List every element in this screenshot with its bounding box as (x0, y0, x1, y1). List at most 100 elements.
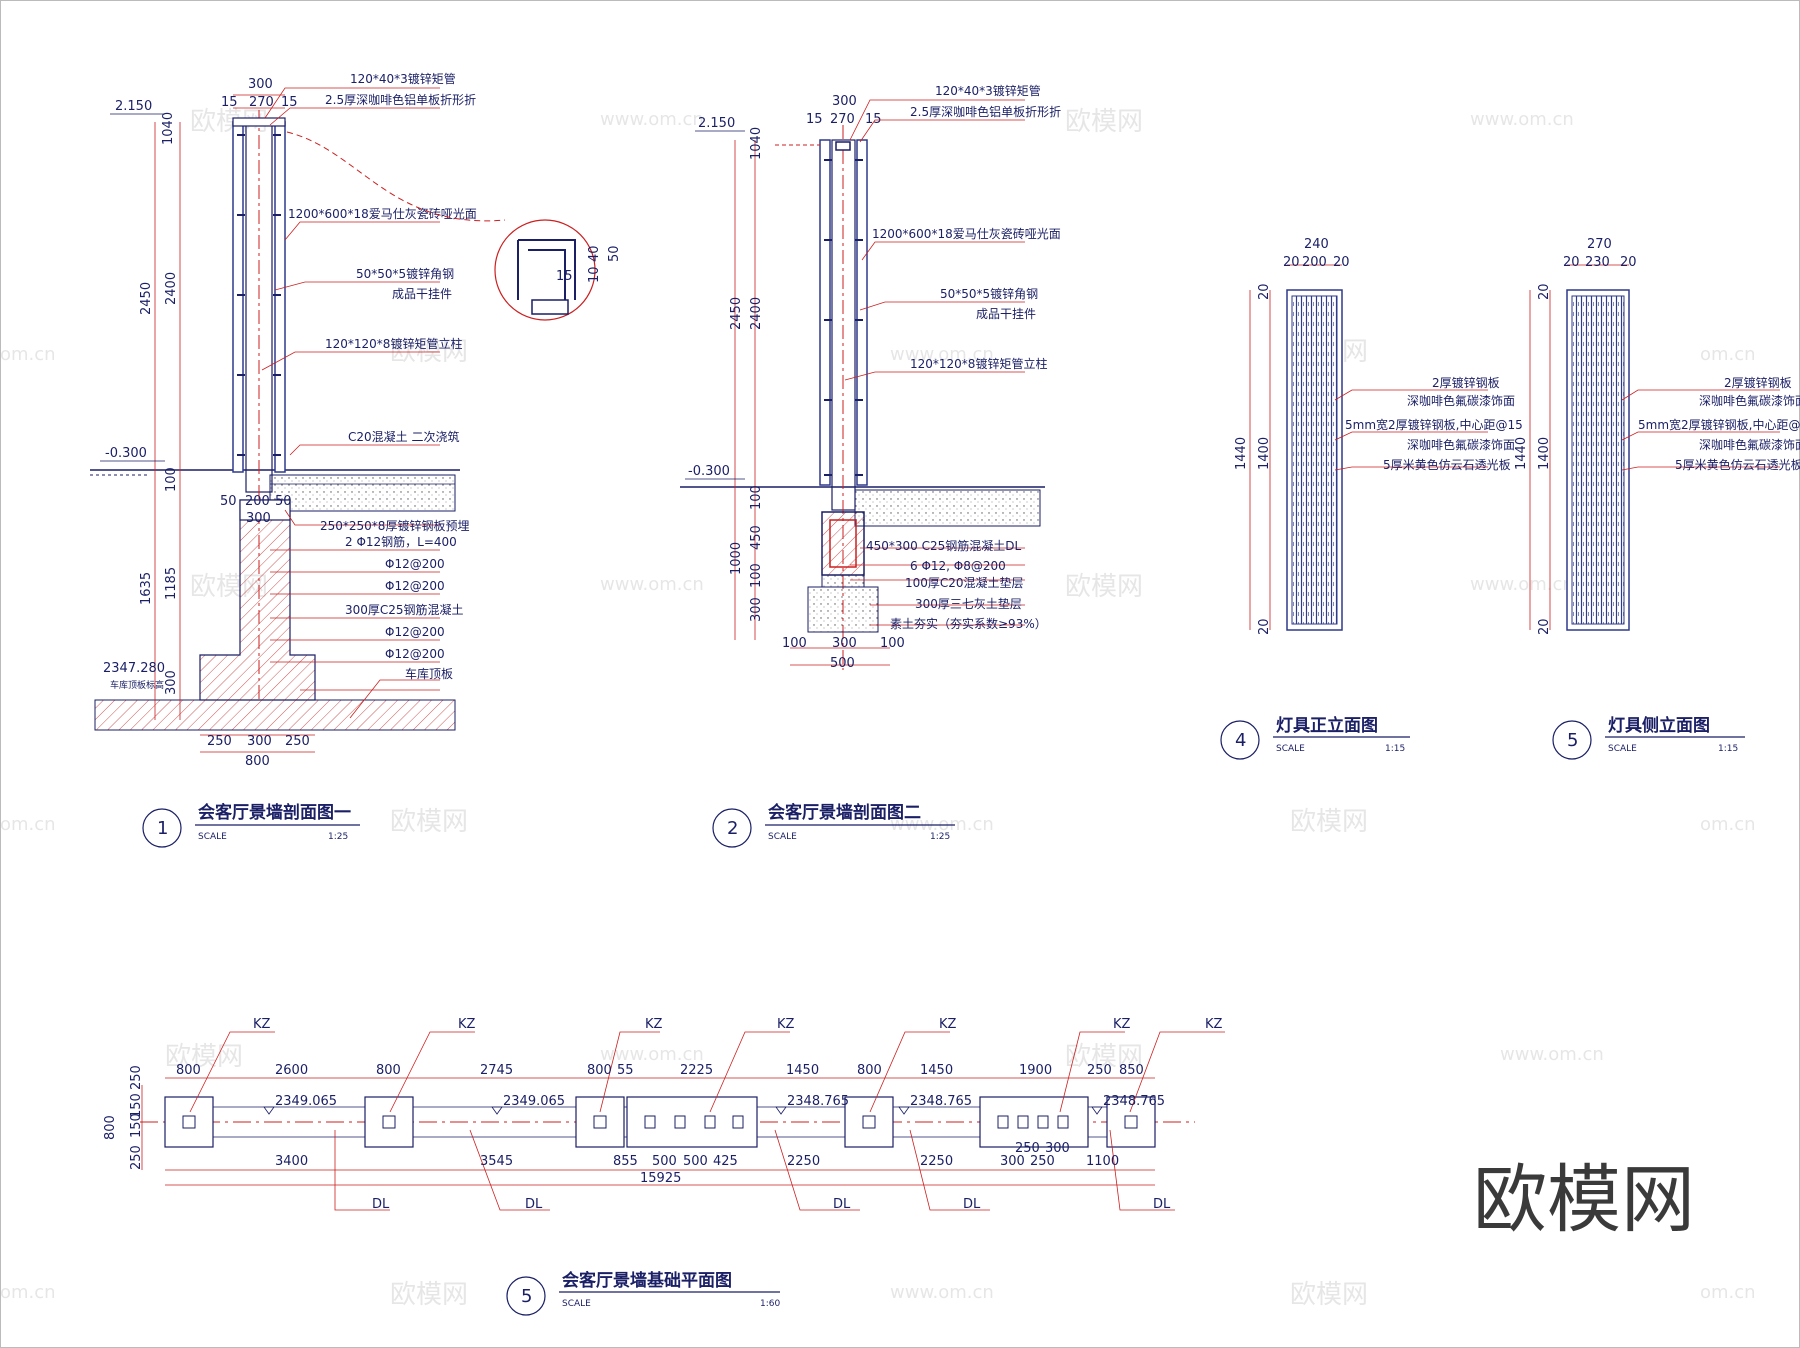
callout-label: 6 Φ12, Φ8@200 (910, 559, 1006, 573)
dim-text: 300 (247, 734, 272, 749)
watermark-url: om.cn (0, 1282, 56, 1303)
garage-slab (94, 699, 456, 731)
dim-text: 1440 (1514, 437, 1529, 470)
callout-label: 300厚C25钢筋混凝土 (345, 602, 464, 617)
watermark-url: om.cn (1700, 1282, 1756, 1303)
dim-text: 1440 (1234, 437, 1249, 470)
watermark-text: 欧模网 (1065, 107, 1143, 137)
dim-text: 1900 (1019, 1063, 1052, 1078)
concrete-bedding (821, 574, 865, 588)
callout-label: 300厚三七灰土垫层 (915, 596, 1022, 611)
elevation-mark (263, 1106, 275, 1115)
dim-text: 1450 (920, 1063, 953, 1078)
dim-text: 450 (749, 525, 764, 550)
figure-title: 灯具侧立面图 (1608, 715, 1710, 736)
scale-label: SCALE (562, 1299, 591, 1309)
ground-beam (821, 511, 865, 576)
callout-label: 5厚米黄色仿云石透光板 (1383, 458, 1511, 472)
dl-label: DL (1153, 1197, 1171, 1212)
tile-panel-left (819, 139, 831, 486)
dim-text: 425 (713, 1154, 738, 1169)
callout-label: 成品干挂件 (976, 307, 1036, 321)
figure-number: 5 (1567, 730, 1578, 751)
dim-text: 300 (164, 670, 179, 695)
dim-text: 2250 (787, 1154, 820, 1169)
dim-text: 2450 (139, 282, 154, 315)
callout-label: 深咖啡色氟碳漆饰面 (1699, 437, 1800, 452)
dim-text: 150 (129, 1113, 144, 1138)
dim-text: 2400 (164, 272, 179, 305)
dim-text: 1450 (786, 1063, 819, 1078)
dl-label: DL (372, 1197, 390, 1212)
elevation-label: -0.300 (688, 464, 730, 479)
dim-text: 250 (207, 734, 232, 749)
dim-text: 1185 (164, 567, 179, 600)
dim-text: 800 (376, 1063, 401, 1078)
watermark-url: www.om.cn (1470, 574, 1574, 595)
bracket-group (237, 134, 281, 456)
figure-number-circle (1220, 720, 1260, 760)
figure-number: 5 (521, 1286, 532, 1307)
callout-label: 250*250*8厚镀锌钢板预埋 (320, 519, 469, 533)
dl-label: DL (525, 1197, 543, 1212)
kz-label: KZ (1205, 1017, 1223, 1032)
scale-value: 1:60 (760, 1299, 780, 1309)
dim-text: 500 (830, 656, 855, 671)
watermark-text: 欧模网 (390, 807, 468, 837)
callout-label: C20混凝土 二次浇筑 (348, 429, 459, 444)
dim-text: 1400 (1537, 437, 1552, 470)
callout-label: 深咖啡色氟碳漆饰面 (1407, 393, 1515, 408)
callout-label: 2.5厚深咖啡色铝单板折形折 (910, 104, 1061, 119)
dim-text: 50 (275, 494, 292, 509)
elevation-label: 2349.065 (503, 1094, 565, 1109)
dim-text: 100 (749, 485, 764, 510)
dim-text: 100 (749, 563, 764, 588)
watermark-text: 欧模网 (1290, 807, 1368, 837)
elevation-label: 2348.765 (910, 1094, 972, 1109)
dim-text: 150 (129, 1093, 144, 1118)
callout-label: 车库顶板 (405, 666, 453, 681)
dim-text: 20 (1283, 255, 1300, 270)
dim-text: 20 (1563, 255, 1580, 270)
dim-text: 1040 (161, 112, 176, 145)
bracket-group (824, 159, 863, 476)
dim-text: 2250 (920, 1154, 953, 1169)
dim-text: 270 (249, 95, 274, 110)
callout-label: 5mm宽2厚镀锌钢板,中心距@15 (1345, 417, 1523, 432)
dim-text: 250 (1087, 1063, 1112, 1078)
dim-text: 20 (1537, 618, 1552, 635)
dim-text: 50 (607, 245, 622, 262)
dim-text: 15 (556, 269, 573, 284)
cap-tube (835, 141, 851, 151)
watermark-url: om.cn (0, 344, 56, 365)
detail-profile (517, 239, 576, 300)
kz-label: KZ (253, 1017, 271, 1032)
elevation-label: -0.300 (105, 446, 147, 461)
scale-label: SCALE (1608, 744, 1637, 754)
elevation-note: 车库顶板标高 (110, 679, 164, 691)
dim-text: 100 (782, 636, 807, 651)
watermark-text: 欧模网 (1065, 1042, 1143, 1072)
dim-text: 20 (1257, 618, 1272, 635)
dim-text: 15 (221, 95, 238, 110)
watermark-text: 欧模网 (165, 1042, 243, 1072)
brand-logo: 欧模网 (1473, 1157, 1695, 1243)
lime-soil-bedding (807, 586, 879, 633)
dim-text: 20 (1537, 283, 1552, 300)
dim-text: 20 (1620, 255, 1637, 270)
watermark-text: 欧模网 (390, 1280, 468, 1310)
detail-circle (494, 219, 596, 321)
elevation-mark (1091, 1106, 1103, 1115)
section-drawing-2: 300 15 270 15 2.150 -0.300 1040 2450 240… (680, 83, 1061, 848)
scale-value: 1:25 (328, 832, 348, 842)
callout-label: 1200*600*18爱马仕灰瓷砖哑光面 (872, 226, 1061, 241)
kz-label: KZ (777, 1017, 795, 1032)
callout-label: 2厚镀锌钢板 (1724, 376, 1792, 390)
watermark-url: www.om.cn (600, 1044, 704, 1065)
dim-text: 300 (749, 597, 764, 622)
dim-text: 250 (1015, 1141, 1040, 1156)
watermark-text: 欧模网 (1290, 1280, 1368, 1310)
paving-layer (854, 489, 1041, 527)
figure-title: 会客厅景墙基础平面图 (562, 1270, 732, 1291)
dim-text: 40 (587, 245, 602, 262)
